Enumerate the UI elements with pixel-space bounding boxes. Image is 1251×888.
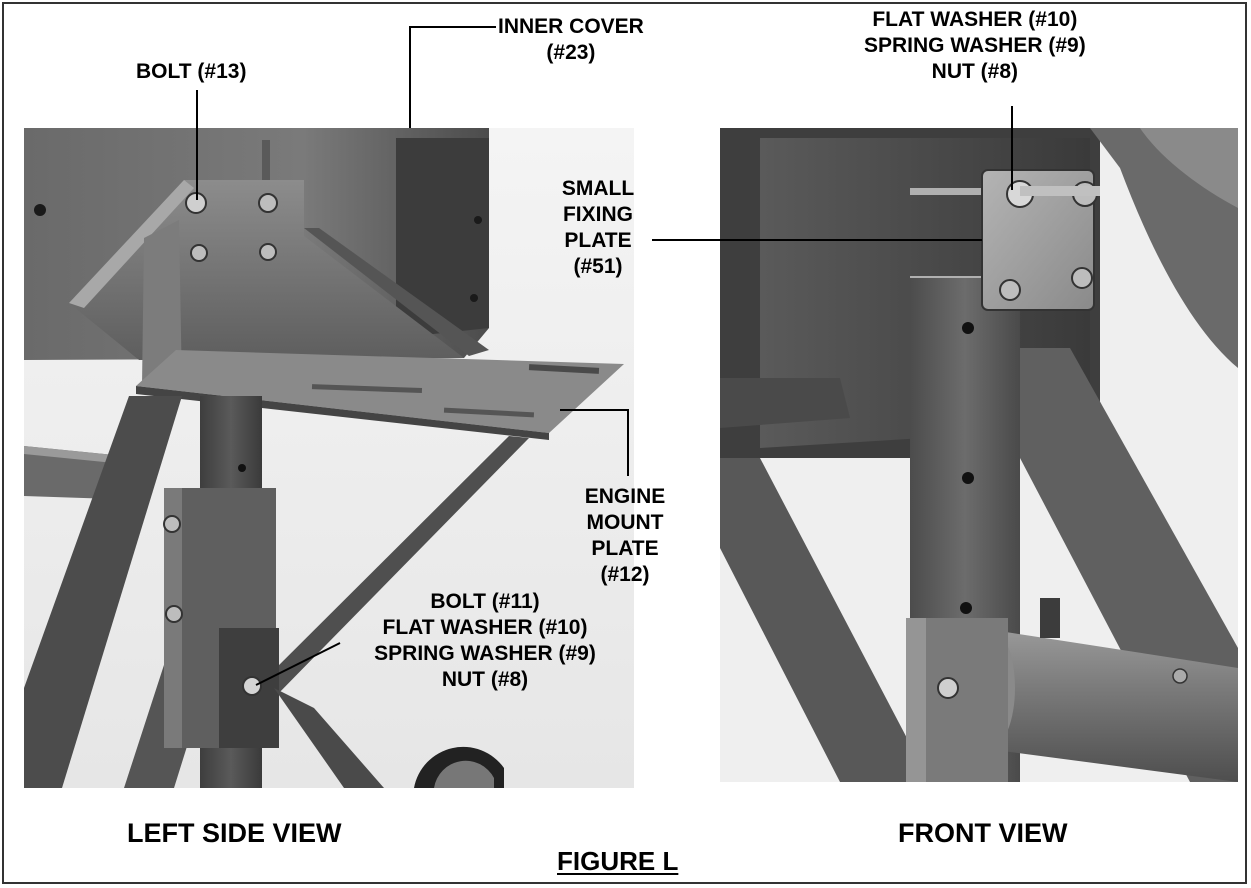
front-view-caption: FRONT VIEW (898, 818, 1068, 848)
label-line: BOLT (#13) (136, 60, 247, 83)
label-line: FLAT WASHER (#10) (382, 616, 588, 639)
label-line: PLATE (591, 537, 659, 560)
label-line: SPRING WASHER (#9) (374, 642, 596, 665)
label-line: (#51) (573, 255, 623, 278)
label-bolt-13: BOLT (#13) (136, 59, 246, 85)
label-line: (#23) (546, 41, 596, 64)
label-line: PLATE (564, 229, 632, 252)
label-left-hardware: BOLT (#11) FLAT WASHER (#10) SPRING WASH… (340, 589, 630, 693)
bolt-13-shape (185, 192, 207, 214)
left-side-view-photo (24, 128, 634, 788)
cross-tube-shape (980, 628, 1238, 782)
label-line: INNER COVER (498, 15, 644, 38)
left-view-caption: LEFT SIDE VIEW (127, 818, 342, 848)
small-fixing-plate-shape (981, 169, 1095, 311)
label-line: FLAT WASHER (#10) (872, 8, 1078, 31)
label-line: SMALL (561, 177, 635, 200)
label-line: NUT (#8) (931, 60, 1019, 83)
drum-shape (1090, 128, 1238, 368)
label-small-fixing-plate: SMALL FIXING PLATE (#51) (548, 176, 648, 280)
front-view-photo (720, 128, 1238, 782)
label-engine-mount-plate: ENGINE MOUNT PLATE (#12) (565, 484, 685, 588)
label-line: MOUNT (586, 511, 664, 534)
label-inner-cover: INNER COVER (#23) (498, 14, 644, 66)
label-line: SPRING WASHER (#9) (864, 34, 1086, 57)
label-line: ENGINE (584, 485, 666, 508)
figure-title: FIGURE L (557, 846, 679, 876)
label-line: (#12) (600, 563, 650, 586)
label-line: FIXING (562, 203, 633, 226)
label-line: NUT (#8) (441, 668, 529, 691)
gusset-left-shape (142, 220, 182, 390)
label-front-hardware: FLAT WASHER (#10) SPRING WASHER (#9) NUT… (864, 7, 1086, 85)
bolt-11-shape (242, 676, 262, 696)
label-line: BOLT (#11) (430, 590, 540, 613)
